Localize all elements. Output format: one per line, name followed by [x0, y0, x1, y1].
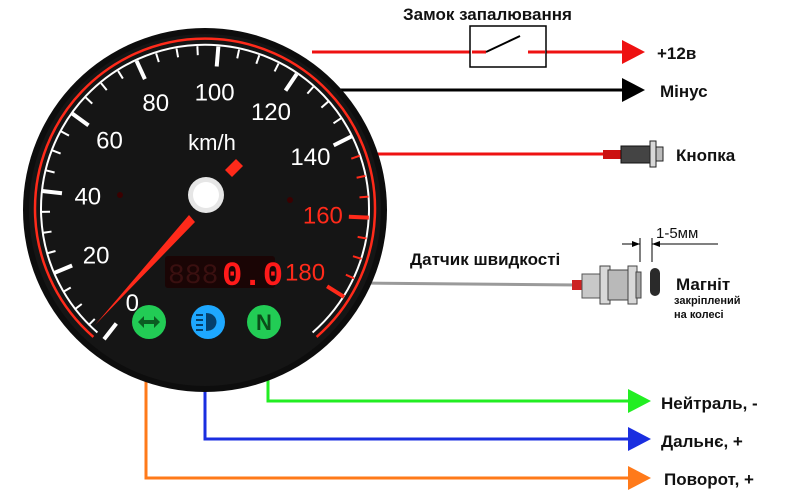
- arrow-neutral: [628, 389, 651, 413]
- neutral-label: Нейтраль, -: [661, 394, 758, 413]
- ghost-digits: 888: [168, 261, 218, 292]
- dial-number-180: 180: [285, 260, 325, 287]
- turn-arrows-icon: [138, 316, 160, 328]
- dial-minor-tick: [350, 154, 361, 160]
- dial-numbers: 0 20 40 60 80 100 120 140 160 180: [74, 79, 342, 317]
- dial-minor-tick: [87, 318, 96, 327]
- dial-minor-tick: [51, 149, 61, 155]
- dial-minor-tick: [273, 62, 280, 72]
- magnet-note-1: закріплений: [674, 295, 741, 307]
- turn-label: Поворот, +: [664, 470, 754, 489]
- neutral-lamp: N: [247, 305, 281, 339]
- arrow-highbeam: [628, 427, 651, 451]
- push-button: [603, 140, 664, 168]
- ignition-label: Замок запалювання: [403, 5, 572, 24]
- dial-outer-arc: [33, 37, 377, 338]
- dial-number-20: 20: [83, 242, 110, 269]
- wire-sensor: [359, 281, 579, 287]
- dial-major-tick: [52, 263, 73, 276]
- highbeam-icon: [206, 313, 217, 331]
- dial-minor-tick: [73, 303, 83, 311]
- minus-label: Мінус: [660, 82, 708, 101]
- dial-minor-tick: [345, 273, 355, 280]
- dial-number-0: 0: [126, 290, 139, 317]
- turn-lamp: [132, 305, 166, 339]
- dial-number-40: 40: [74, 183, 101, 210]
- dial-major-tick: [134, 60, 147, 80]
- dial-number-60: 60: [96, 128, 123, 155]
- dial-minor-tick: [359, 195, 369, 199]
- dial-minor-tick: [357, 235, 367, 240]
- wire-highbeam: [203, 370, 630, 441]
- dial-minor-tick: [155, 53, 160, 63]
- dial-number-140: 140: [290, 144, 330, 171]
- speed-sensor: [572, 265, 642, 305]
- dial-minor-tick: [42, 230, 52, 234]
- arrow-minus: [622, 78, 645, 102]
- dial-major-tick: [41, 188, 63, 196]
- dial-major-tick: [214, 46, 221, 67]
- dial-minor-tick: [356, 174, 366, 179]
- dial-major-tick: [348, 214, 369, 220]
- digital-value: 0.0: [222, 258, 283, 296]
- dial-minor-tick: [255, 54, 261, 65]
- wire-turn: [144, 370, 630, 480]
- dial-major-tick: [283, 72, 299, 92]
- dial-major-tick: [102, 322, 118, 341]
- dial-number-160: 160: [303, 202, 343, 229]
- dial-number-120: 120: [251, 99, 291, 126]
- dial-minor-tick: [100, 82, 108, 91]
- ignition-switch: [469, 25, 547, 68]
- magnet-label: Магніт: [676, 275, 730, 294]
- highbeam-lamp: [191, 305, 225, 339]
- dial-minor-tick: [46, 250, 56, 255]
- gap-label: 1-5мм: [656, 225, 698, 242]
- speedometer: 0 20 40 60 80 100 120 140 160 180 km/h 888 0.0: [23, 28, 387, 392]
- dial-ticks: [40, 46, 369, 341]
- dial-minor-tick: [85, 96, 93, 105]
- dial-number-80: 80: [142, 90, 169, 117]
- unit-label: km/h: [188, 130, 236, 155]
- digital-display: [165, 256, 275, 288]
- dial-minor-tick: [117, 70, 124, 80]
- dial-major-tick: [326, 284, 346, 299]
- speed-sensor-label: Датчик швидкості: [410, 250, 560, 269]
- needle: [95, 215, 195, 325]
- dial-minor-tick: [175, 48, 180, 58]
- button-label: Кнопка: [676, 146, 736, 165]
- dial-inner-arc: [40, 43, 370, 334]
- dial-minor-tick: [60, 130, 70, 137]
- dial-minor-tick: [236, 49, 241, 59]
- gap-dimension: [622, 238, 718, 262]
- dial-number-100: 100: [195, 79, 235, 106]
- dial-minor-tick: [62, 286, 72, 293]
- dial-minor-tick: [320, 100, 329, 109]
- dial-minor-tick: [352, 255, 362, 260]
- needle-tip: [225, 159, 243, 177]
- highbeam-label: Дальнє, +: [661, 432, 743, 451]
- magnet-note-2: на колесі: [674, 309, 724, 321]
- arrow-plus12: [622, 40, 645, 64]
- dial-minor-tick: [45, 169, 55, 174]
- neutral-symbol: N: [256, 310, 272, 335]
- dial-minor-tick: [332, 117, 342, 125]
- plus12-label: +12в: [657, 44, 696, 63]
- arrow-turn: [628, 466, 651, 490]
- dial-major-tick: [71, 111, 90, 127]
- dial-minor-tick: [306, 86, 315, 95]
- wire-neutral: [266, 370, 630, 403]
- dial-major-tick: [332, 134, 353, 148]
- magnet: [650, 268, 660, 296]
